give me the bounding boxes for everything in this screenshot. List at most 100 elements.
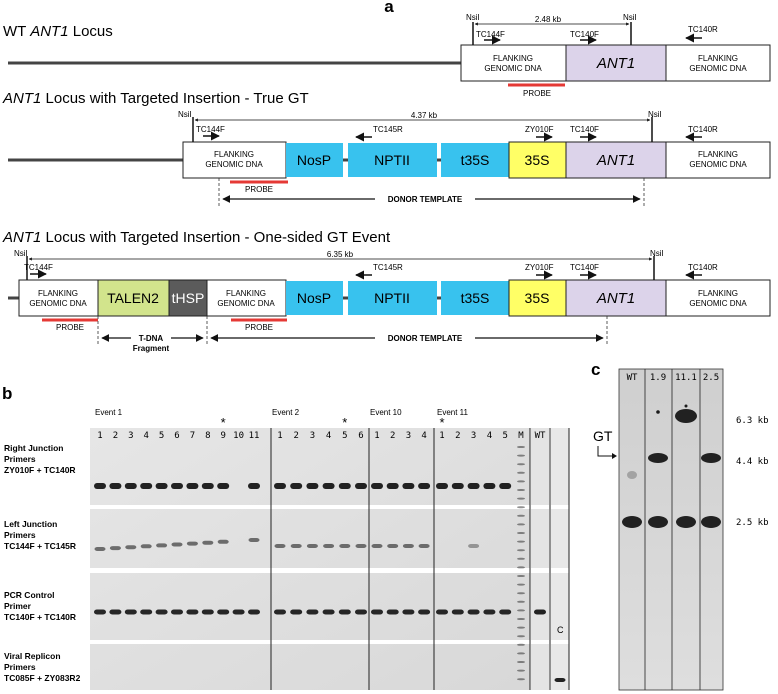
blot-2-5kb-band [622, 516, 642, 528]
gel-row-separator-1 [90, 505, 569, 509]
wt-distance-label: 2.48 kb [535, 15, 562, 24]
true-gt-nptii-label: NPTII [374, 152, 410, 168]
one-sided-35s-box [508, 279, 567, 317]
blot-gt-arrowhead-icon [612, 453, 617, 459]
blot-size-25-label: 2.5 kb [736, 518, 769, 528]
one-sided-flank-right-box [665, 279, 771, 317]
lane-number-label: 11 [249, 431, 260, 441]
wt-lane-label: WT [535, 431, 546, 441]
marker-ladder-band [517, 506, 525, 509]
right-junction-band [171, 483, 183, 489]
lane-number-label: 1 [439, 431, 444, 441]
left-junction-band [371, 544, 383, 548]
lane-star-label: * [439, 415, 444, 430]
lane-star-label: * [221, 415, 226, 430]
wt-nsil-left-label: NsiI [466, 13, 480, 22]
marker-ladder-band [517, 583, 525, 586]
wt-pcr-control-band [534, 609, 546, 615]
gel-control-c-label: C [557, 625, 564, 635]
blot-border [618, 368, 724, 691]
one-sided-nsil-left-label: NsiI [14, 249, 28, 258]
pcr-control-band [402, 609, 415, 615]
lane-number-label: 3 [310, 431, 315, 441]
blot-wt-faint-band [627, 471, 637, 479]
left-junction-band [418, 544, 430, 548]
right-junction-band [402, 483, 415, 489]
marker-ladder-band [517, 566, 525, 569]
wt-primer-tc144f-label: TC144F [476, 30, 505, 39]
blot-dot [656, 410, 660, 414]
one-sided-nosp-label: NosP [297, 290, 331, 306]
blot-2-5kb-band [701, 516, 721, 528]
one-sided-probe-left-label: PROBE [56, 323, 84, 332]
left-junction-band [202, 540, 214, 545]
left-junction-band [156, 543, 168, 548]
marker-ladder-band [517, 618, 525, 620]
true-gt-nptii-box [348, 143, 437, 177]
marker-ladder-band [517, 463, 525, 466]
marker-ladder-band [517, 575, 525, 577]
panel-c-label: c [591, 360, 600, 379]
marker-ladder-band [517, 454, 525, 457]
true-gt-nosp-label: NosP [297, 152, 331, 168]
true-gt-primer-tc144f-label: TC144F [196, 125, 225, 134]
gel-wt-background [531, 428, 549, 690]
pcr-control-band [386, 609, 399, 615]
pcr-control-band [290, 609, 303, 615]
blot-size-63-label: 6.3 kb [736, 416, 769, 426]
one-sided-thsp-label: tHSP [172, 290, 205, 306]
lane-number-label: 1 [277, 431, 282, 441]
one-sided-probe-mid-label: PROBE [245, 323, 273, 332]
right-junction-band [290, 483, 303, 489]
right-junction-band [201, 483, 214, 489]
true-gt-nsil-right-label: NsiI [648, 110, 662, 119]
lane-number-label: 3 [128, 431, 133, 441]
true-gt-distance-label: 4.37 kb [411, 111, 438, 120]
pcr-control-band [124, 609, 137, 615]
one-sided-row: ANT1 Locus with Targeted Insertion - One… [2, 229, 771, 353]
pcr-control-band [232, 609, 245, 615]
blot-lane-111-label: 11.1 [675, 373, 697, 383]
lane-number-label: 2 [390, 431, 395, 441]
lane-number-label: 4 [143, 431, 148, 441]
pcr-control-band [467, 609, 480, 615]
pcr-control-band [217, 609, 230, 615]
one-sided-talen2-label: TALEN2 [107, 290, 159, 306]
wt-flank-left-box [460, 44, 567, 82]
blot-lane-25-label: 2.5 [703, 373, 719, 383]
blot-4-4kb-band [648, 453, 668, 463]
pcr-control-band [483, 609, 496, 615]
wt-nsil-right-label: NsiI [623, 13, 637, 22]
pcr-control-band [436, 609, 448, 615]
marker-ladder-band [517, 549, 525, 552]
left-junction-band [387, 544, 399, 548]
panel-b-label: b [2, 384, 12, 403]
wt-flank-right-box [665, 44, 771, 82]
event-10-label: Event 10 [370, 408, 402, 417]
blot-2-5kb-band [648, 516, 668, 528]
event-2-label: Event 2 [272, 408, 300, 417]
left-junction-band [171, 542, 183, 547]
one-sided-nsil-right-label: NsiI [650, 249, 664, 258]
right-junction-band [499, 483, 512, 489]
lane-number-label: 9 [220, 431, 225, 441]
lane-number-label: 2 [113, 431, 118, 441]
left-junction-band [186, 541, 198, 546]
right-junction-band [186, 483, 199, 489]
one-sided-flank-mid-box [206, 279, 287, 317]
right-junction-band [451, 483, 464, 489]
right-junction-band [386, 483, 399, 489]
wt-title: WT ANT1 Locus [3, 23, 113, 40]
right-junction-band [140, 483, 153, 489]
lane-number-label: 4 [487, 431, 492, 441]
one-sided-thsp-box [168, 279, 208, 317]
event-11-label: Event 11 [437, 408, 469, 417]
marker-ladder-band [517, 523, 525, 526]
